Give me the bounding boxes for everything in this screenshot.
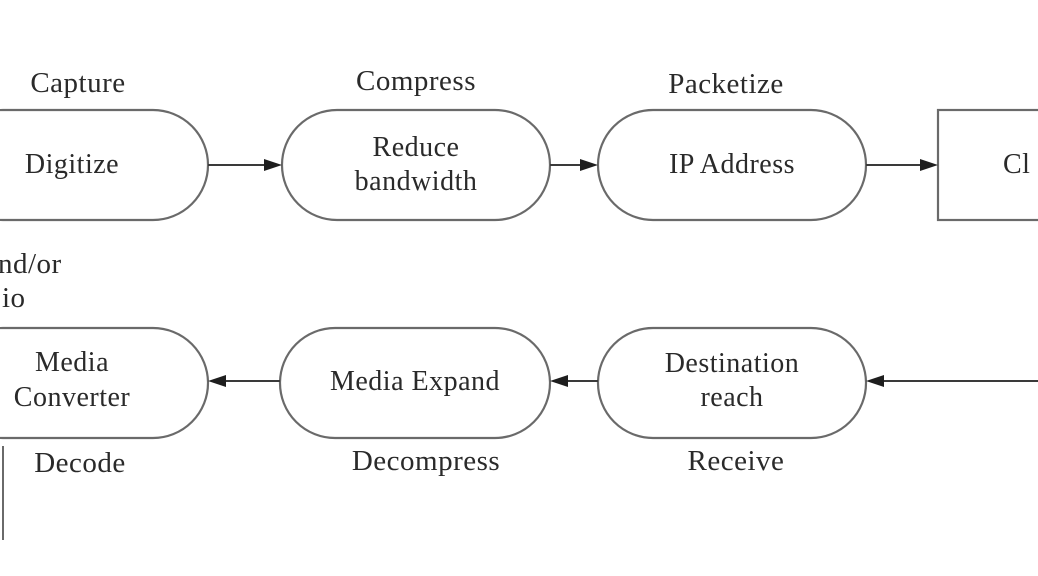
node-expand-text: Media Expand	[330, 366, 500, 397]
arrow-incoming-to-destination	[866, 375, 1038, 387]
node-reduce-line-2: bandwidth	[355, 166, 478, 197]
arrow-reduce-to-ip	[550, 159, 598, 171]
arrow-destination-to-expand	[550, 375, 598, 387]
node-destination-reach: Destination reach	[596, 326, 868, 440]
side-note-line-2: io	[2, 282, 26, 314]
side-note-line-1: nd/or	[0, 248, 62, 280]
label-decode: Decode	[34, 447, 126, 479]
node-destination-line-1: Destination	[665, 348, 800, 379]
node-cloud-box: Cl	[936, 108, 1038, 222]
label-compress: Compress	[356, 65, 476, 97]
node-ip-text: IP Address	[669, 149, 795, 180]
label-decompress: Decompress	[352, 445, 500, 477]
arrow-digitize-to-reduce	[208, 159, 282, 171]
node-media-converter: Media Converter	[0, 326, 210, 440]
label-receive: Receive	[688, 445, 785, 477]
node-ip-address: IP Address	[596, 108, 868, 222]
arrow-ip-to-cloud	[866, 159, 938, 171]
node-destination-line-2: reach	[700, 382, 763, 413]
node-converter-line-2: Converter	[14, 382, 131, 413]
node-cloud-text: Cl	[1003, 149, 1030, 180]
node-digitize: Digitize	[0, 108, 210, 222]
node-media-expand: Media Expand	[278, 326, 552, 440]
label-capture: Capture	[30, 67, 125, 99]
node-converter-line-1: Media	[35, 347, 109, 378]
label-packetize: Packetize	[668, 68, 784, 100]
node-reduce-bandwidth: Reduce bandwidth	[280, 108, 552, 222]
arrow-expand-to-converter	[208, 375, 280, 387]
node-reduce-line-1: Reduce	[373, 132, 460, 163]
node-digitize-text: Digitize	[25, 149, 119, 180]
